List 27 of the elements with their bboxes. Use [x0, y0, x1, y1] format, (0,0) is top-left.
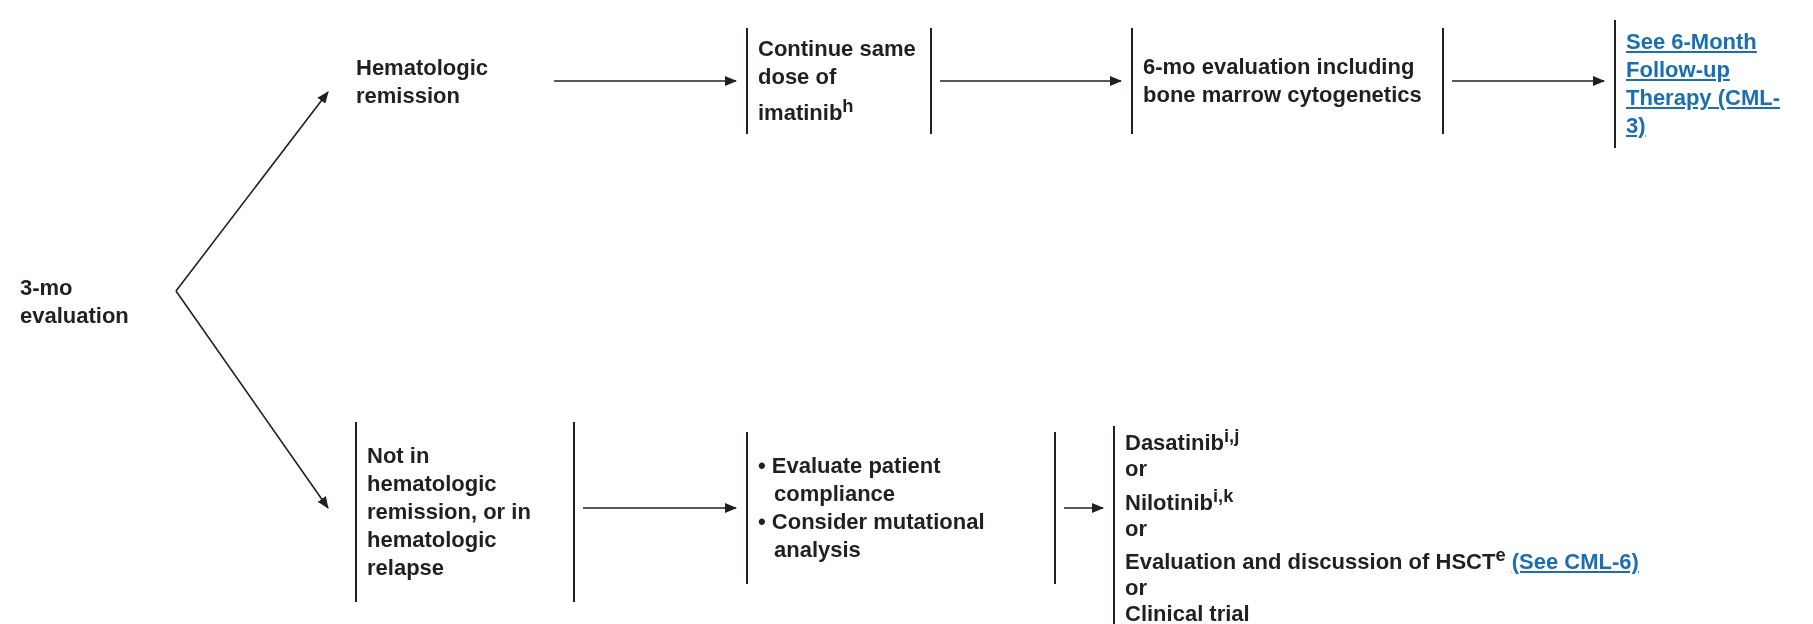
link: See 6-Month Follow-up Therapy (CML-3) [1626, 28, 1781, 140]
bullet-item: • Evaluate patient compliance [758, 452, 942, 508]
bracketed-step [746, 432, 1056, 584]
arrow [175, 290, 329, 509]
bracketed-step [746, 28, 932, 134]
arrow [175, 91, 329, 292]
arrow [939, 76, 1122, 86]
arrow [1063, 503, 1104, 513]
arrow [1451, 76, 1605, 86]
node-text: Hematologic remission [356, 55, 489, 108]
node-text: 3-mo evaluation [20, 275, 129, 328]
node-text: Evaluation and discussion of HSCT$^{e}$ [1125, 549, 1506, 574]
arrow [553, 76, 737, 86]
node-text: or [1125, 456, 1147, 482]
bracketed-step [355, 422, 575, 602]
arrow [582, 503, 737, 513]
bullet-item: • Consider mutational analysis [758, 508, 986, 564]
node-text: Clinical trial [1125, 601, 1250, 624]
bracketed-step [1131, 28, 1444, 134]
node-text: or [1125, 575, 1147, 600]
node-text: Not in hematologic remission, or in hematologic relapse [367, 443, 531, 580]
node-text: Nilotinib$^{i,k}$ [1125, 489, 1234, 515]
node-text: or [1125, 515, 1147, 541]
link: (See CML-6) [1511, 549, 1639, 574]
node-text: 6-mo evaluation including bone marrow cytogenetics [1143, 54, 1422, 107]
node-text: Continue same dose of imatinib$^{h}$ [758, 36, 916, 125]
node-text: Dasatinib$^{i,j}$ [1125, 430, 1240, 456]
